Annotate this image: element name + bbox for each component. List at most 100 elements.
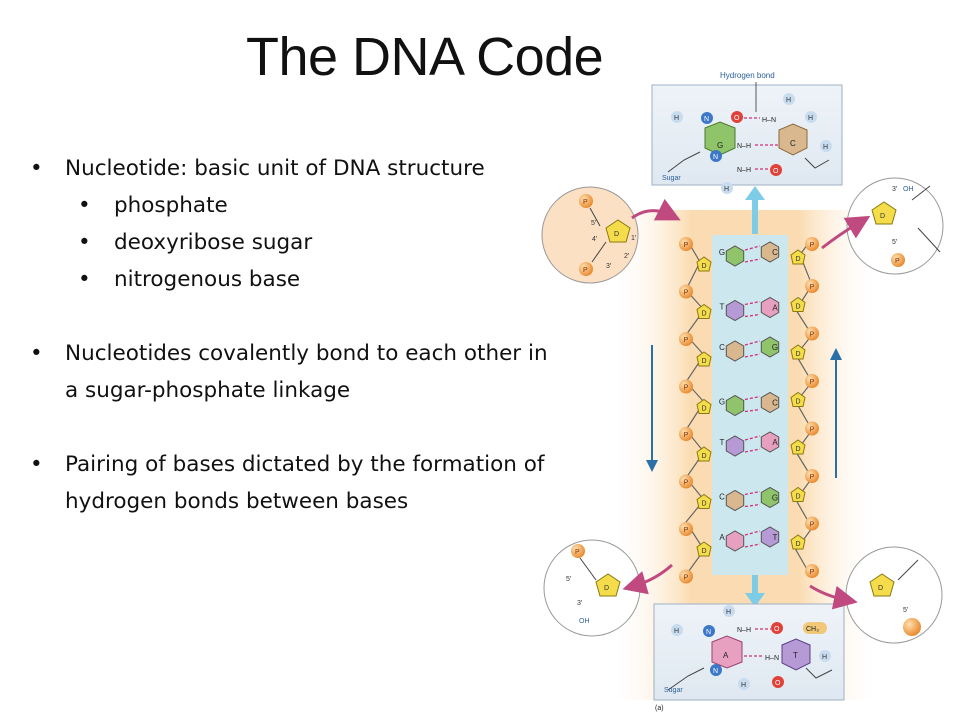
nucleotide-zoom-bottom-left: P D 5′ 3′ OH: [543, 539, 641, 637]
svg-text:5′: 5′: [903, 607, 909, 614]
left-deoxyribose-7: [696, 541, 712, 557]
left-phosphate-4: [679, 379, 693, 394]
left-base-ring-4: [725, 394, 745, 417]
callout-arrow-bottom-right: [809, 584, 858, 610]
right-phosphate-6-label: P: [810, 522, 815, 529]
left-base-letter-1: G: [719, 248, 725, 257]
right-deoxyribose-4: [790, 391, 806, 407]
right-base-letter-1: C: [772, 248, 778, 257]
svg-text:O: O: [775, 680, 781, 687]
sugar-label-top: Sugar: [662, 175, 681, 182]
svg-text:OH: OH: [903, 186, 914, 193]
svg-text:O: O: [734, 115, 740, 122]
left-phosphate-3: [679, 332, 693, 346]
svg-text:5′: 5′: [892, 239, 898, 246]
thymine-ring: [781, 638, 811, 671]
right-base-letter-7: T: [773, 533, 778, 542]
right-deoxyribose-5: [790, 439, 806, 455]
left-phosphate-5-label: P: [684, 432, 689, 439]
right-deoxyribose-7-label: D: [795, 541, 800, 548]
svg-text:N: N: [704, 116, 709, 123]
left-deoxyribose-1: [696, 256, 712, 272]
right-deoxyribose-5-label: D: [795, 446, 800, 453]
left-phosphate-1: [679, 237, 693, 251]
sub-bullet-deoxyribose: deoxyribose sugar: [30, 224, 550, 261]
strand-direction-up-arrow: [830, 348, 842, 478]
bullet-nucleotide: Nucleotide: basic unit of DNA structure: [30, 150, 550, 187]
left-deoxyribose-3: [696, 351, 712, 367]
hydrogen-bond-2b: [744, 313, 761, 318]
left-deoxyribose-6-label: D: [701, 501, 706, 508]
right-phosphate-start-label: P: [810, 242, 815, 249]
left-deoxyribose-5-label: D: [701, 453, 706, 460]
svg-text:3′: 3′: [577, 600, 583, 607]
right-phosphate-4-label: P: [810, 427, 815, 434]
hydrogen-bond-3a: [744, 340, 761, 346]
right-base-ring-2: [760, 296, 780, 319]
sub-bullet-phosphate: phosphate: [30, 187, 550, 224]
svg-text:H–N: H–N: [762, 117, 776, 124]
left-phosphate-end: [679, 569, 693, 584]
svg-text:H: H: [674, 115, 679, 122]
left-base-ring-7: [725, 530, 745, 552]
svg-text:CH₃: CH₃: [806, 626, 819, 633]
left-base-ring-2: [725, 299, 745, 322]
right-phosphate-3-label: P: [810, 379, 815, 386]
right-phosphate-3: [805, 374, 819, 388]
svg-text:H: H: [823, 144, 828, 151]
at-pair-detail-box: H H H H N N O O CH₃ A T N–H H–N Sugar: [653, 603, 845, 701]
svg-text:C: C: [790, 139, 796, 148]
svg-text:G: G: [717, 141, 723, 150]
svg-text:O: O: [773, 168, 779, 175]
left-phosphate-2: [679, 284, 693, 299]
right-base-letter-3: G: [772, 343, 778, 352]
right-phosphate-2: [805, 326, 819, 341]
callout-arrow-top-right: [821, 215, 871, 250]
hydrogen-bond-3b: [744, 353, 761, 358]
right-deoxyribose-6-label: D: [795, 494, 800, 501]
left-base-letter-3: C: [719, 343, 725, 352]
hydrogen-bond-7b: [744, 543, 761, 548]
svg-text:P: P: [583, 199, 588, 206]
left-phosphate-6-label: P: [684, 480, 689, 487]
svg-text:D: D: [878, 585, 883, 592]
left-phosphate-end-label: P: [684, 575, 689, 582]
hydrogen-bond-5b: [744, 448, 761, 453]
right-deoxyribose-6: [790, 486, 806, 502]
svg-text:H: H: [808, 115, 813, 122]
zoom-arrow-top: [745, 186, 765, 234]
left-phosphate-6: [679, 474, 693, 489]
right-phosphate-2-label: P: [810, 332, 815, 339]
left-base-letter-2: T: [720, 303, 725, 312]
hydrogen-bond-label: Hydrogen bond: [720, 71, 775, 80]
left-base-ring-5: [725, 435, 745, 457]
svg-text:P: P: [575, 549, 580, 556]
left-deoxyribose-5: [696, 446, 712, 462]
svg-text:D: D: [604, 585, 609, 592]
svg-text:D: D: [614, 231, 619, 238]
svg-text:H: H: [724, 186, 729, 193]
right-base-ring-6: [760, 486, 780, 509]
svg-text:2′: 2′: [624, 253, 630, 260]
left-base-letter-4: G: [719, 398, 725, 407]
slide-title: The DNA Code: [246, 27, 604, 87]
left-phosphate-7-label: P: [684, 527, 689, 534]
right-phosphate-4: [805, 421, 819, 436]
hydrogen-bond-6b: [744, 503, 761, 508]
svg-text:P: P: [895, 258, 900, 265]
left-deoxyribose-4-label: D: [701, 406, 706, 413]
bullet-list: Nucleotide: basic unit of DNA structure …: [30, 150, 550, 520]
cytosine-ring: [778, 123, 808, 156]
svg-text:N: N: [706, 629, 711, 636]
svg-text:H: H: [822, 654, 827, 661]
svg-text:H: H: [741, 682, 746, 689]
left-base-ring-6: [725, 489, 745, 512]
guanine-ring: [704, 121, 736, 156]
svg-text:O: O: [774, 626, 780, 633]
nucleotide-zoom-top-left: P P D 5′ 4′ 1′ 2′ 3′: [541, 186, 639, 284]
svg-text:P: P: [583, 267, 588, 274]
hydrogen-bond-4a: [744, 395, 761, 401]
left-deoxyribose-7-label: D: [701, 548, 706, 555]
right-deoxyribose-1: [790, 249, 806, 265]
left-deoxyribose-2: [696, 303, 712, 319]
